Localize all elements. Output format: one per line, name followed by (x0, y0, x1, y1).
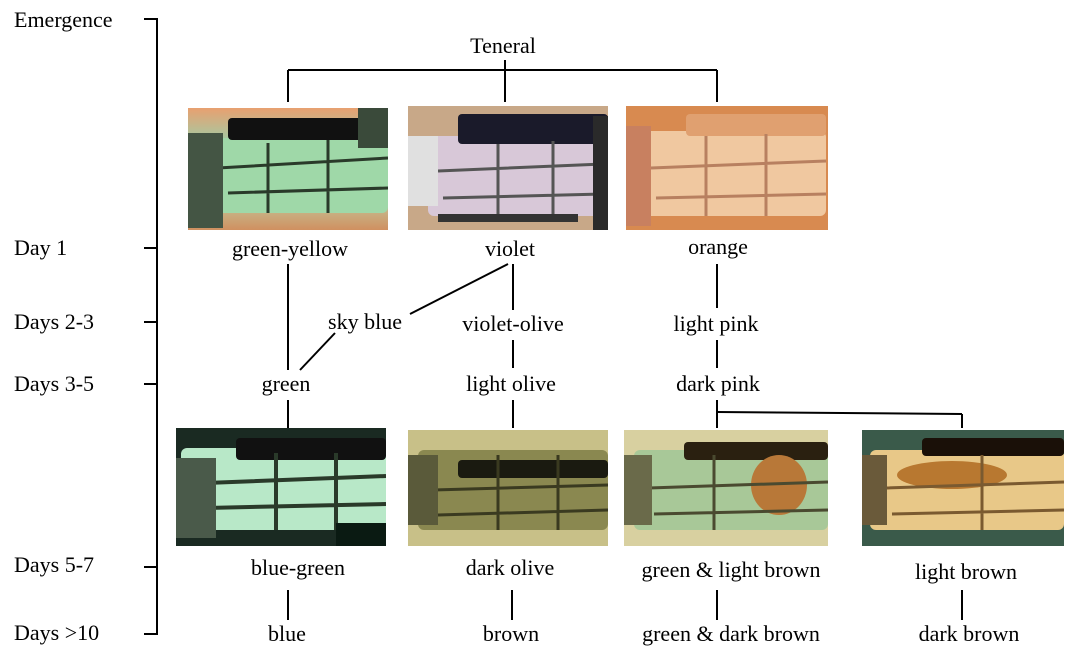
label-dark-brown: dark brown (919, 622, 1020, 646)
label-sky-blue: sky blue (328, 310, 402, 334)
label-violet: violet (485, 237, 535, 261)
photo-light-brown (862, 430, 1064, 546)
photo-dark-olive (408, 430, 608, 546)
label-green-dark-brown: green & dark brown (642, 622, 820, 646)
label-green-yellow: green-yellow (232, 237, 348, 261)
violet-to-sky-blue (410, 264, 508, 314)
label-blue: blue (268, 622, 306, 646)
photo-green-light-brown (624, 430, 828, 546)
label-light-brown: light brown (915, 560, 1017, 584)
label-green: green (262, 372, 311, 396)
dark-pink-bar (717, 412, 962, 414)
label-green-light-brown: green & light brown (641, 558, 820, 582)
photo-green-yellow (188, 108, 388, 230)
photo-blue-green (176, 428, 386, 546)
label-dark-pink: dark pink (676, 372, 760, 396)
photo-orange (626, 106, 828, 230)
label-teneral: Teneral (470, 34, 536, 58)
label-orange: orange (688, 235, 748, 259)
label-violet-olive: violet-olive (462, 312, 563, 336)
label-dark-olive: dark olive (466, 556, 555, 580)
sky-blue-to-green (300, 333, 335, 370)
label-brown: brown (483, 622, 539, 646)
photo-violet (408, 106, 608, 230)
label-light-olive: light olive (466, 372, 556, 396)
label-light-pink: light pink (674, 312, 759, 336)
label-blue-green: blue-green (251, 556, 345, 580)
